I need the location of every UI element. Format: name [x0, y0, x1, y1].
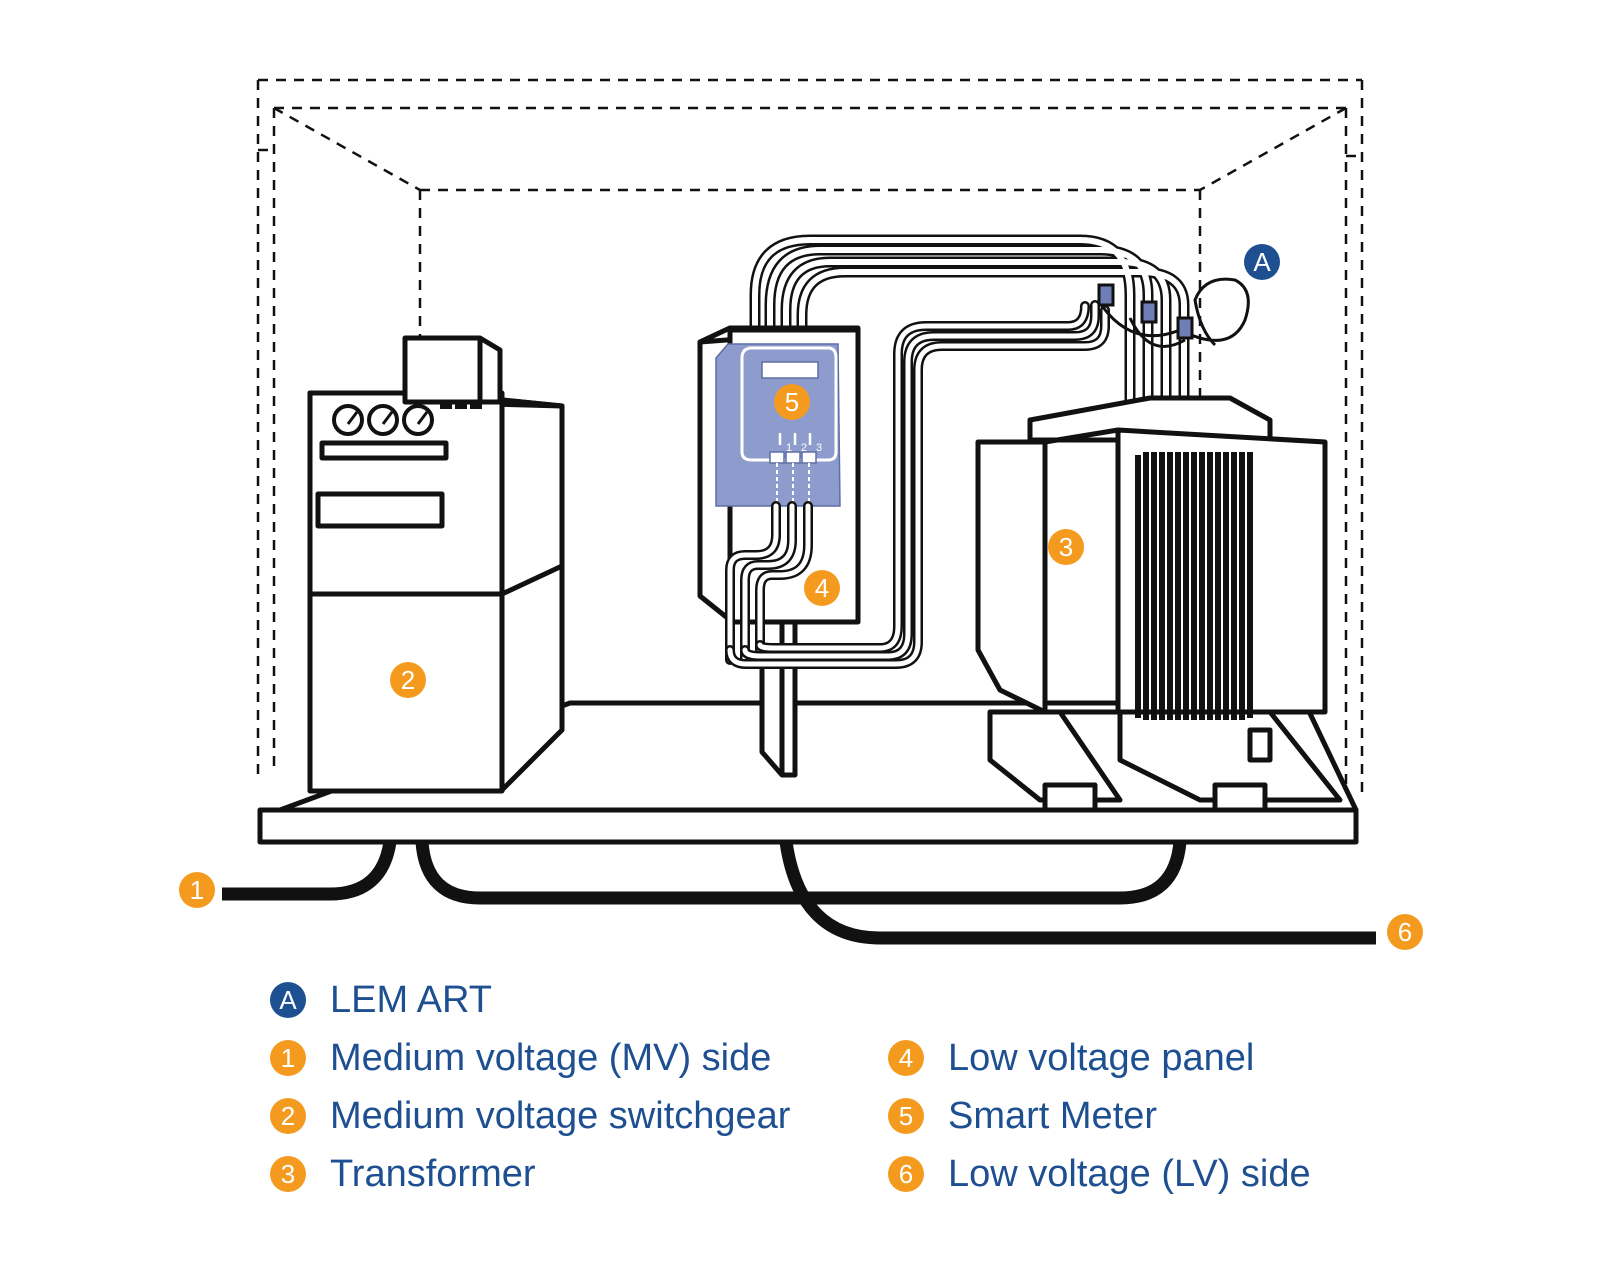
overhead-bus-conductors	[749, 234, 1190, 406]
marker-4-label: 4	[815, 573, 829, 603]
marker-6-label: 6	[1398, 917, 1412, 947]
housing-outline	[256, 78, 1364, 800]
marker-a-label: A	[1253, 247, 1271, 277]
meter-phase-label-1: 1	[786, 442, 792, 454]
legend-label-lem-art: LEM ART	[330, 978, 492, 1021]
legend-label-mv-switchgear: Medium voltage switchgear	[330, 1094, 791, 1137]
legend-badge-2: 2	[270, 1098, 306, 1134]
legend-badge-a: A	[270, 982, 306, 1018]
panel-post	[759, 607, 798, 778]
marker-a: A	[1244, 244, 1280, 280]
meter-phase-label-3: 3	[816, 442, 822, 454]
marker-3: 3	[1048, 529, 1084, 565]
legend-badge-3: 3	[270, 1156, 306, 1192]
panel-internal-conductors	[725, 501, 813, 665]
marker-4: 4	[804, 570, 840, 606]
smart-meter: 1 2 3	[715, 343, 841, 507]
switchgear	[307, 335, 565, 794]
legend-label-transformer: Transformer	[330, 1152, 536, 1195]
marker-6: 6	[1387, 914, 1423, 950]
legend-badge-5: 5	[888, 1098, 924, 1134]
legend-label-smart-meter: Smart Meter	[948, 1094, 1158, 1137]
marker-5-label: 5	[785, 387, 799, 417]
legend: A LEM ART 1 Medium voltage (MV) side 2 M…	[270, 975, 1470, 1215]
lower-bus-conductors	[725, 300, 1110, 669]
marker-2-label: 2	[401, 665, 415, 695]
legend-item-mv-switchgear: 2 Medium voltage switchgear	[270, 1091, 790, 1141]
legend-item-lv-panel: 4 Low voltage panel	[888, 1033, 1254, 1083]
marker-1: 1	[179, 872, 215, 908]
legend-label-lv-side: Low voltage (LV) side	[948, 1152, 1311, 1195]
marker-5: 5	[774, 384, 810, 420]
legend-item-mv-side: 1 Medium voltage (MV) side	[270, 1033, 771, 1083]
marker-2: 2	[390, 662, 426, 698]
transformer-fins	[1135, 452, 1253, 720]
legend-label-lv-panel: Low voltage panel	[948, 1036, 1255, 1079]
legend-item-transformer: 3 Transformer	[270, 1149, 536, 1199]
marker-3-label: 3	[1059, 532, 1073, 562]
legend-badge-1: 1	[270, 1040, 306, 1076]
underground-cables	[222, 840, 1376, 945]
lem-art-sensors	[1096, 277, 1250, 348]
legend-item-lv-side: 6 Low voltage (LV) side	[888, 1149, 1311, 1199]
legend-label-mv-side: Medium voltage (MV) side	[330, 1036, 772, 1079]
meter-phase-label-2: 2	[801, 442, 807, 454]
lv-cable	[779, 841, 1376, 945]
legend-badge-4: 4	[888, 1040, 924, 1076]
switchgear-gauges	[332, 402, 482, 436]
legend-item-lem-art: A LEM ART	[270, 975, 492, 1025]
marker-1-label: 1	[190, 875, 204, 905]
legend-item-smart-meter: 5 Smart Meter	[888, 1091, 1157, 1141]
mv-cable	[222, 840, 397, 901]
legend-badge-6: 6	[888, 1156, 924, 1192]
